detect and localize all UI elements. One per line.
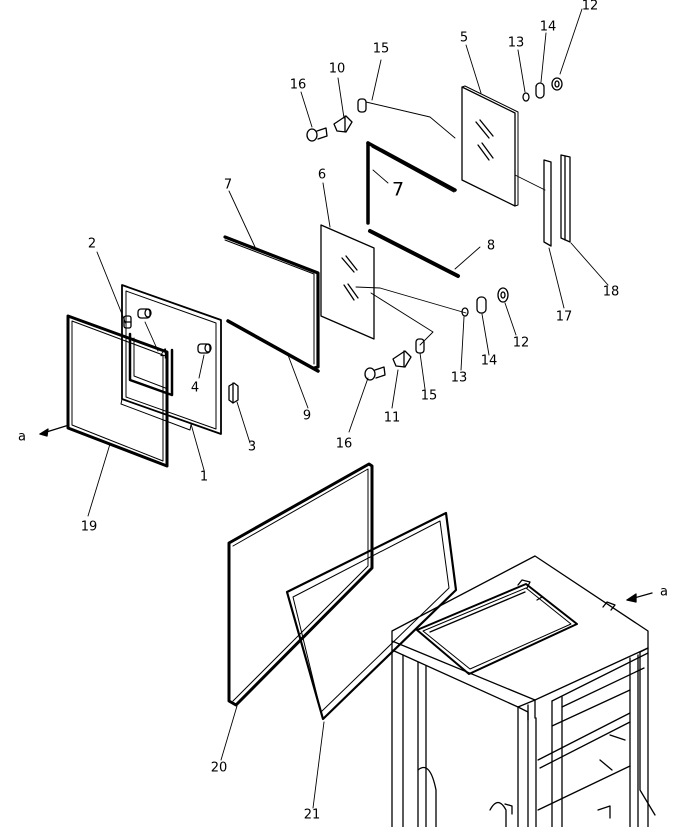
window-frame-1 bbox=[120, 284, 222, 435]
callout-13-upper: 13 bbox=[507, 35, 525, 51]
callout-12-lower: 12 bbox=[512, 335, 530, 351]
callout-12-upper: 12 bbox=[581, 0, 599, 14]
callout-17: 17 bbox=[555, 309, 573, 325]
callout-11: 11 bbox=[383, 410, 401, 426]
clip-3 bbox=[228, 382, 239, 404]
view-arrow-right bbox=[626, 592, 653, 603]
view-arrow-left bbox=[39, 424, 70, 437]
spacer-15-lower bbox=[415, 338, 425, 354]
callout-9: 9 bbox=[302, 408, 312, 424]
callout-5: 5 bbox=[459, 30, 469, 46]
seal-20 bbox=[227, 462, 374, 707]
glass-5 bbox=[461, 85, 519, 207]
strip-18 bbox=[560, 154, 571, 243]
channel-7-right bbox=[366, 141, 457, 225]
washer-13-upper bbox=[522, 92, 530, 102]
seal-9 bbox=[226, 319, 320, 373]
strip-17 bbox=[543, 159, 552, 247]
bracket-11-lower bbox=[392, 350, 412, 368]
callout-14-lower: 14 bbox=[480, 353, 498, 369]
cab-structure bbox=[391, 555, 656, 827]
knob-4-lower bbox=[197, 343, 212, 354]
callout-3: 3 bbox=[247, 439, 257, 455]
nut-12-lower bbox=[497, 287, 509, 303]
callout-20: 20 bbox=[210, 760, 228, 776]
callout-16-upper: 16 bbox=[289, 77, 307, 93]
knob-4-upper bbox=[137, 308, 152, 319]
callout-15-lower: 15 bbox=[420, 388, 438, 404]
frame-21 bbox=[285, 511, 458, 721]
bolt-16-lower bbox=[364, 366, 386, 381]
callout-7-right: 7 bbox=[391, 178, 405, 201]
bolt-16-upper bbox=[306, 127, 328, 142]
channel-8 bbox=[368, 229, 460, 278]
callout-7-left: 7 bbox=[223, 177, 233, 193]
bracket-10-upper bbox=[333, 115, 353, 133]
plate-14-upper bbox=[535, 82, 545, 99]
nut-12-upper bbox=[551, 77, 563, 91]
seal-7-left bbox=[223, 235, 320, 370]
callout-4-upper: 4 bbox=[159, 347, 169, 363]
callout-1: 1 bbox=[199, 469, 209, 485]
leader-lines bbox=[87, 8, 609, 809]
glass-6 bbox=[320, 224, 375, 340]
callout-15-upper: 15 bbox=[372, 41, 390, 57]
callout-18: 18 bbox=[602, 284, 620, 300]
callout-4-lower: 4 bbox=[190, 380, 200, 396]
assembly-lines bbox=[355, 101, 546, 346]
callout-6: 6 bbox=[317, 167, 327, 183]
callout-16-lower: 16 bbox=[335, 436, 353, 452]
callout-10: 10 bbox=[328, 61, 346, 77]
callout-14-upper: 14 bbox=[539, 19, 557, 35]
callout-8: 8 bbox=[486, 238, 496, 254]
callout-2: 2 bbox=[87, 236, 97, 252]
callout-13-lower: 13 bbox=[450, 370, 468, 386]
view-marker-left: a bbox=[18, 429, 26, 445]
spacer-15-upper bbox=[357, 98, 367, 113]
callout-21: 21 bbox=[303, 807, 321, 823]
callout-19: 19 bbox=[80, 519, 98, 535]
plate-14-lower bbox=[476, 296, 487, 314]
view-marker-right: a bbox=[660, 584, 668, 600]
